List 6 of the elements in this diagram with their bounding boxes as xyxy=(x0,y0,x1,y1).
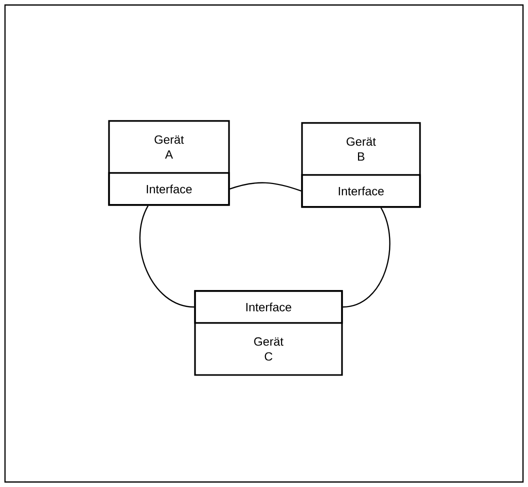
interface-box: Interface xyxy=(301,174,421,208)
connection-line xyxy=(342,208,390,308)
connection-line xyxy=(230,182,302,192)
interface-box: Interface xyxy=(194,290,343,324)
interface-box: Interface xyxy=(108,172,230,206)
connection-line xyxy=(139,206,194,308)
